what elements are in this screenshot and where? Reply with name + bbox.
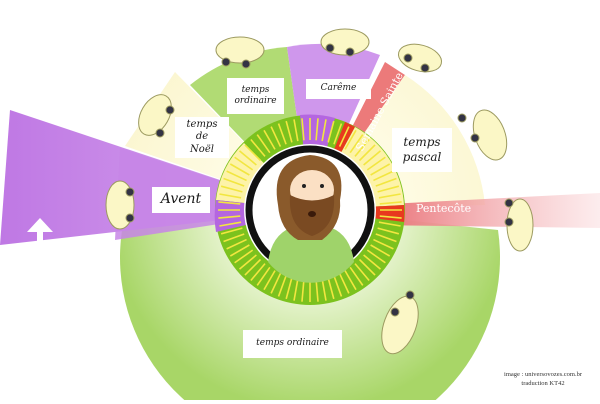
car-icon: [381, 290, 419, 355]
label-pascal-line2: pascal: [402, 150, 442, 164]
credit-line-2: traduction KT42: [521, 379, 565, 387]
label-ordinaire-1-line1: temps: [241, 84, 270, 95]
label-pascal: temps pascal: [392, 128, 452, 172]
car-icon: [504, 198, 534, 252]
season-pentecote: [370, 193, 600, 228]
label-avent: Avent: [152, 187, 210, 213]
label-noel: temps de Noël: [175, 117, 229, 158]
label-ordinaire-2: temps ordinaire: [243, 330, 342, 358]
label-noel-line1: temps de: [186, 118, 218, 143]
car-icon: [397, 43, 443, 73]
label-careme: Carême: [306, 79, 371, 99]
label-ordinaire-1: temps ordinaire: [227, 78, 284, 114]
label-pascal-line1: temps: [403, 135, 441, 149]
image-credit: image : universovozes.com.br traduction …: [504, 370, 582, 388]
season-ordinaire-2: [120, 210, 500, 404]
car-icon: [138, 94, 175, 138]
up-arrow-icon: [27, 218, 53, 255]
center-portrait: [245, 145, 375, 283]
car-icon: [215, 36, 265, 69]
car-icon: [105, 180, 135, 230]
car-icon: [320, 28, 370, 57]
credit-line-1: image : universovozes.com.br: [504, 370, 582, 378]
car-icon: [457, 109, 508, 161]
label-ordinaire-1-line2: ordinaire: [234, 96, 277, 106]
label-noel-line2: Noël: [190, 143, 214, 155]
label-pentecote: Pentecôte: [416, 202, 472, 215]
